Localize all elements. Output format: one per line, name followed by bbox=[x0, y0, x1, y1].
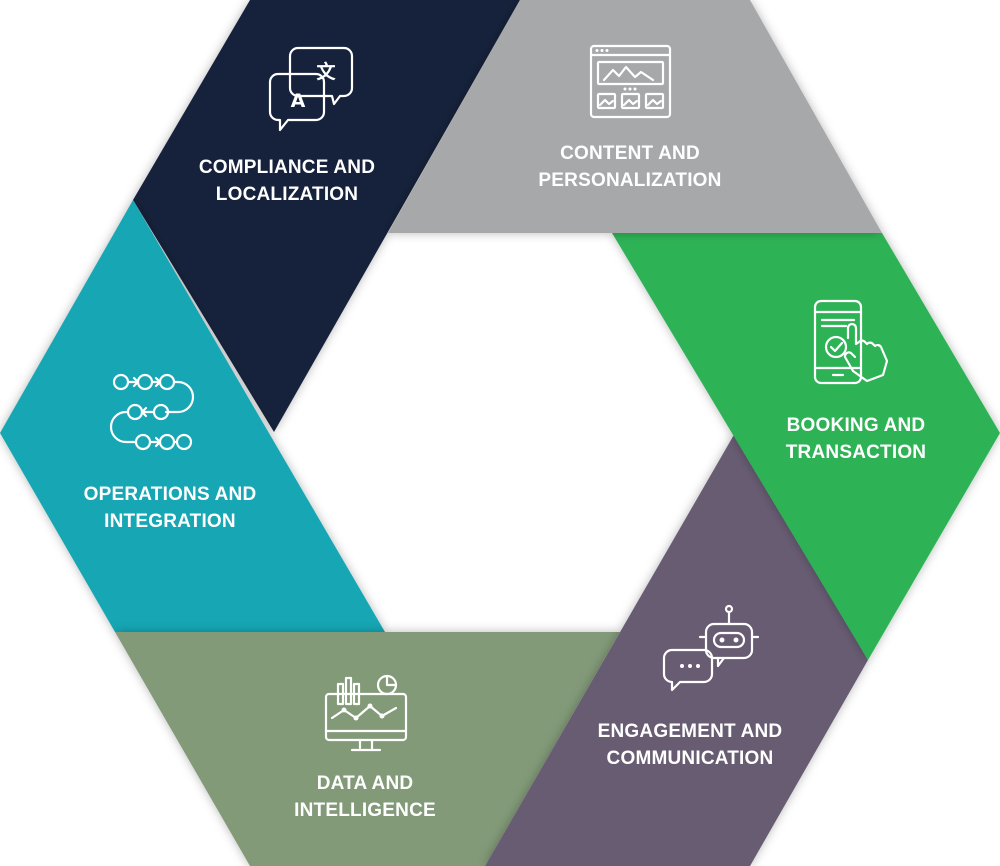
label-line: CONTENT AND bbox=[560, 143, 700, 164]
letter-a-glyph: A bbox=[291, 90, 306, 112]
label-line: TRANSACTION bbox=[785, 442, 927, 463]
label-content-personalization: CONTENT AND PERSONALIZATION bbox=[515, 140, 745, 194]
label-line: INTEGRATION bbox=[104, 511, 236, 532]
label-engagement-communication: ENGAGEMENT AND COMMUNICATION bbox=[575, 718, 805, 772]
translation-icon: A 文 bbox=[268, 46, 354, 132]
label-booking-transaction: BOOKING AND TRANSACTION bbox=[741, 412, 971, 466]
chatbot-icon bbox=[662, 604, 760, 692]
mobile-tap-icon bbox=[813, 299, 889, 385]
segment-booking bbox=[612, 233, 1000, 660]
segment-operations bbox=[0, 200, 385, 632]
label-line: LOCALIZATION bbox=[215, 184, 359, 205]
character-wen-glyph: 文 bbox=[316, 60, 336, 83]
segment-compliance bbox=[133, 0, 520, 432]
label-line: INTELLIGENCE bbox=[294, 800, 436, 821]
label-line: COMMUNICATION bbox=[606, 748, 774, 769]
label-line: BOOKING AND bbox=[786, 415, 926, 436]
label-operations-integration: OPERATIONS AND INTEGRATION bbox=[55, 481, 285, 535]
label-line: DATA AND bbox=[316, 773, 414, 794]
workflow-icon bbox=[109, 373, 195, 451]
label-data-intelligence: DATA AND INTELLIGENCE bbox=[250, 770, 480, 824]
label-line: PERSONALIZATION bbox=[538, 170, 722, 191]
label-compliance-localization: COMPLIANCE AND LOCALIZATION bbox=[172, 154, 402, 208]
label-line: OPERATIONS AND bbox=[83, 484, 257, 505]
label-line: COMPLIANCE AND bbox=[198, 157, 376, 178]
web-layout-icon bbox=[589, 44, 672, 119]
label-line: ENGAGEMENT AND bbox=[597, 721, 783, 742]
analytics-monitor-icon bbox=[324, 674, 408, 752]
